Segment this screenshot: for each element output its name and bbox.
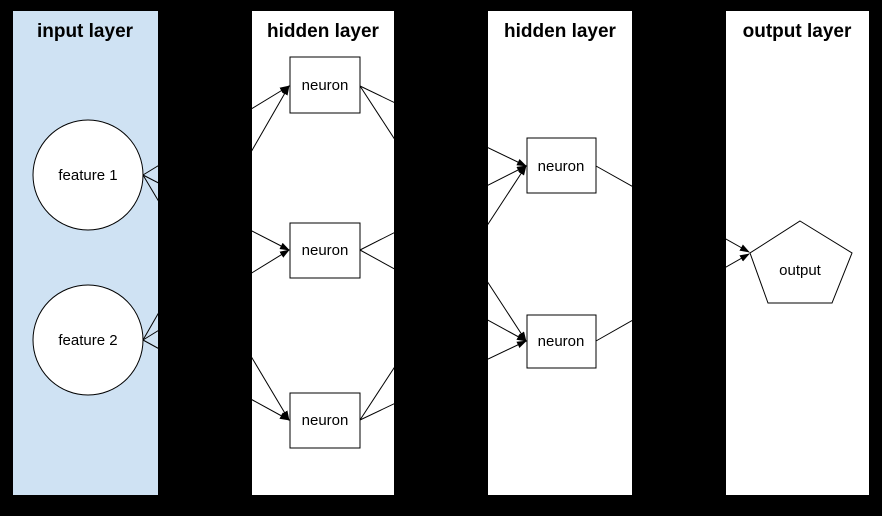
hidden2-neuron-1-node bbox=[526, 137, 597, 194]
hidden1-neuron-1-node bbox=[289, 56, 361, 114]
output-layer-title: output layer bbox=[743, 21, 852, 42]
input-layer-title: input layer bbox=[37, 21, 134, 42]
hidden-layer-2-title: hidden layer bbox=[504, 21, 617, 42]
hidden1-neuron-3-label: neuron bbox=[302, 412, 349, 429]
input-layer-panel bbox=[13, 11, 158, 495]
feature-1-node bbox=[32, 119, 144, 231]
hidden-layer-1-title: hidden layer bbox=[267, 21, 380, 42]
feature-1-label: feature 1 bbox=[58, 167, 117, 184]
hidden1-neuron-2-node bbox=[289, 222, 361, 279]
output-node bbox=[749, 220, 853, 304]
hidden2-neuron-2-node bbox=[526, 314, 597, 369]
hidden1-neuron-3-node bbox=[289, 392, 361, 449]
hidden-layer-2-panel bbox=[488, 11, 632, 495]
connections-group bbox=[142, 85, 750, 421]
hidden1-neuron-1-label: neuron bbox=[302, 77, 349, 94]
feature-2-node bbox=[32, 284, 144, 396]
hidden2-neuron-1-label: neuron bbox=[538, 158, 585, 175]
feature-2-label: feature 2 bbox=[58, 332, 117, 349]
hidden1-neuron-2-label: neuron bbox=[302, 242, 349, 259]
output-label: output bbox=[779, 262, 822, 279]
hidden2-neuron-2-label: neuron bbox=[538, 333, 585, 350]
